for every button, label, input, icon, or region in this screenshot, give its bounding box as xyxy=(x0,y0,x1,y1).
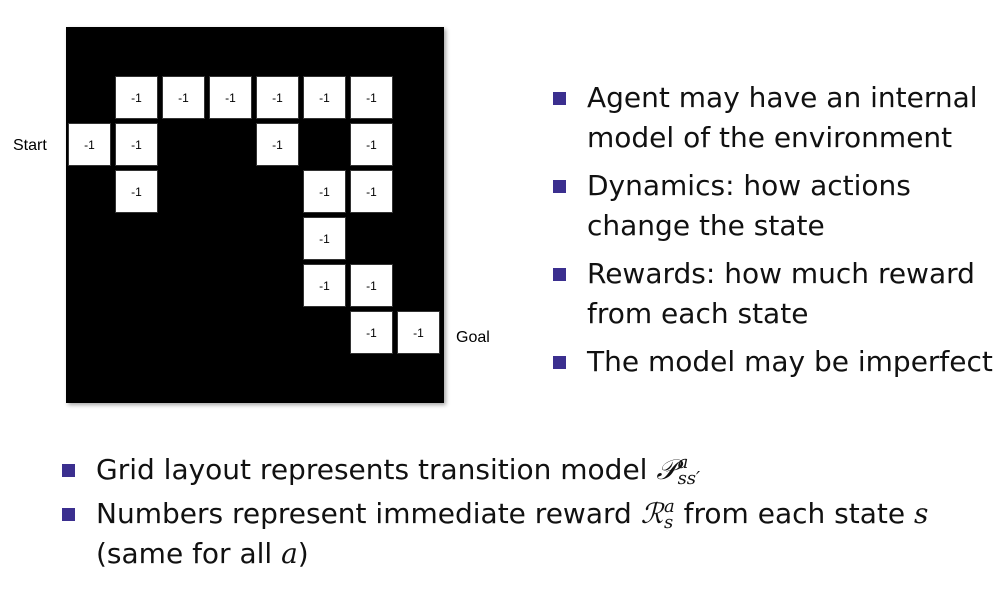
grid-cell: -1 xyxy=(350,76,393,119)
bullet-line: The model may be imperfect xyxy=(587,345,993,378)
grid-cell: -1 xyxy=(350,170,393,213)
grid-cell: -1 xyxy=(397,311,440,354)
bullet-square-icon xyxy=(553,92,566,105)
grid-cell: -1 xyxy=(303,170,346,213)
grid-cell: -1 xyxy=(303,76,346,119)
bullet-agent-model: Agent may have an internal model of the … xyxy=(553,78,993,158)
bullet-rewards: Rewards: how much reward from each state xyxy=(553,254,993,334)
grid-cell: -1 xyxy=(115,123,158,166)
superscript: a xyxy=(664,496,675,517)
action-variable: a xyxy=(281,537,298,570)
gridworld-maze: -1-1-1-1-1-1-1-1-1-1-1-1-1-1-1-1-1-1 xyxy=(66,27,444,403)
bullet-transition-model: Grid layout represents transition model … xyxy=(62,450,982,490)
subscript: s xyxy=(664,512,674,533)
transition-symbol: 𝒫 xyxy=(656,453,677,486)
bullet-text: ) xyxy=(297,537,309,570)
reward-symbol: ℛ xyxy=(640,497,664,530)
bullet-line: Rewards: how much reward xyxy=(587,257,975,290)
bullet-line: change the state xyxy=(587,209,825,242)
goal-label: Goal xyxy=(456,329,490,346)
grid-cell: -1 xyxy=(115,76,158,119)
bullet-line: Dynamics: how actions xyxy=(587,169,911,202)
grid-cell: -1 xyxy=(256,76,299,119)
grid-cell: -1 xyxy=(162,76,205,119)
bullet-text: (same for all xyxy=(96,537,282,570)
right-bullet-list: Agent may have an internal model of the … xyxy=(553,78,993,390)
bullet-text: from each state xyxy=(674,497,914,530)
superscript: a xyxy=(677,452,689,473)
bullet-dynamics: Dynamics: how actions change the state xyxy=(553,166,993,246)
grid-cell: -1 xyxy=(303,264,346,307)
grid-cell: -1 xyxy=(303,217,346,260)
bottom-bullet-list: Grid layout represents transition model … xyxy=(62,450,982,578)
bullet-text: Grid layout represents transition model xyxy=(96,453,657,486)
subscript: ss′ xyxy=(677,468,701,489)
grid-cell: -1 xyxy=(256,123,299,166)
bullet-line: Agent may have an internal xyxy=(587,81,978,114)
state-variable: s xyxy=(913,497,929,530)
grid-cell: -1 xyxy=(350,123,393,166)
bullet-line: from each state xyxy=(587,297,809,330)
grid-cell: -1 xyxy=(115,170,158,213)
grid-cell: -1 xyxy=(68,123,111,166)
bullet-imperfect: The model may be imperfect xyxy=(553,342,993,382)
grid-cell: -1 xyxy=(209,76,252,119)
bullet-square-icon xyxy=(62,508,75,521)
bullet-line: model of the environment xyxy=(587,121,953,154)
start-label: Start xyxy=(13,137,47,154)
bullet-square-icon xyxy=(553,356,566,369)
bullet-text: Numbers represent immediate reward xyxy=(96,497,641,530)
bullet-square-icon xyxy=(553,180,566,193)
grid-cell: -1 xyxy=(350,311,393,354)
bullet-square-icon xyxy=(553,268,566,281)
grid-cell: -1 xyxy=(350,264,393,307)
bullet-square-icon xyxy=(62,464,75,477)
